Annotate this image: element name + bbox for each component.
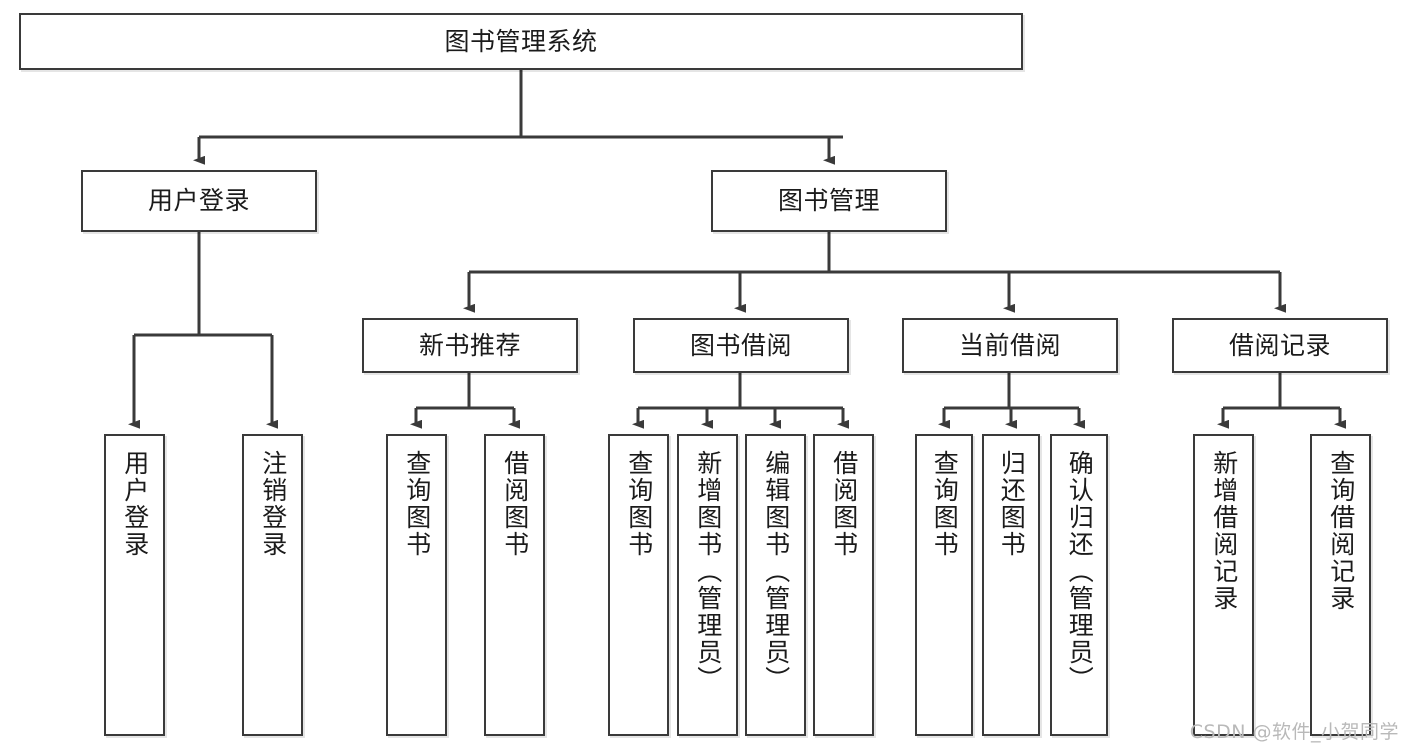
leaf-add-record[interactable]: 新增借阅记录 xyxy=(1193,434,1254,736)
leaf-borrow-book-2[interactable]: 借阅图书 xyxy=(813,434,874,736)
node-borrow-record-label: 借阅记录 xyxy=(1228,330,1331,360)
node-current-borrow-label: 当前借阅 xyxy=(958,330,1061,360)
leaf-query-book-1-label: 查询图书 xyxy=(402,450,432,558)
leaf-logout-label: 注销登录 xyxy=(258,450,288,558)
node-user-login[interactable]: 用户登录 xyxy=(81,170,317,232)
leaf-add-record-label: 新增借阅记录 xyxy=(1209,450,1239,612)
leaf-query-book-3[interactable]: 查询图书 xyxy=(915,434,973,736)
node-book-borrow-label: 图书借阅 xyxy=(689,330,792,360)
leaf-borrow-book-2-label: 借阅图书 xyxy=(829,450,859,558)
leaf-return-book-label: 归还图书 xyxy=(997,450,1027,558)
leaf-user-login[interactable]: 用户登录 xyxy=(104,434,165,736)
leaf-query-book-1[interactable]: 查询图书 xyxy=(386,434,447,736)
leaf-user-login-label: 用户登录 xyxy=(120,450,150,558)
node-new-book-rec[interactable]: 新书推荐 xyxy=(362,318,578,373)
leaf-borrow-book-1-label: 借阅图书 xyxy=(500,450,530,558)
leaf-query-book-3-label: 查询图书 xyxy=(930,450,960,558)
node-book-borrow[interactable]: 图书借阅 xyxy=(633,318,849,373)
leaf-confirm-return[interactable]: 确认归还（管理员） xyxy=(1050,434,1108,736)
node-book-manage[interactable]: 图书管理 xyxy=(711,170,947,232)
node-borrow-record[interactable]: 借阅记录 xyxy=(1172,318,1388,373)
node-current-borrow[interactable]: 当前借阅 xyxy=(902,318,1118,373)
leaf-edit-book-label: 编辑图书（管理员） xyxy=(761,450,791,693)
leaf-logout[interactable]: 注销登录 xyxy=(242,434,303,736)
leaf-add-book-label: 新增图书（管理员） xyxy=(693,450,723,693)
node-user-login-label: 用户登录 xyxy=(147,186,250,215)
leaf-confirm-return-label: 确认归还（管理员） xyxy=(1065,450,1095,693)
leaf-borrow-book-1[interactable]: 借阅图书 xyxy=(484,434,545,736)
leaf-query-record[interactable]: 查询借阅记录 xyxy=(1310,434,1371,736)
node-new-book-rec-label: 新书推荐 xyxy=(418,330,521,360)
leaf-return-book[interactable]: 归还图书 xyxy=(982,434,1040,736)
leaf-edit-book[interactable]: 编辑图书（管理员） xyxy=(745,434,806,736)
node-book-manage-label: 图书管理 xyxy=(777,186,880,215)
leaf-query-book-2[interactable]: 查询图书 xyxy=(608,434,669,736)
node-root-label: 图书管理系统 xyxy=(444,26,598,56)
leaf-query-book-2-label: 查询图书 xyxy=(624,450,654,558)
node-root[interactable]: 图书管理系统 xyxy=(19,13,1023,70)
leaf-query-record-label: 查询借阅记录 xyxy=(1326,450,1356,612)
leaf-add-book[interactable]: 新增图书（管理员） xyxy=(677,434,738,736)
csdn-watermark: CSDN @软件_小贺同学 xyxy=(1189,721,1399,743)
